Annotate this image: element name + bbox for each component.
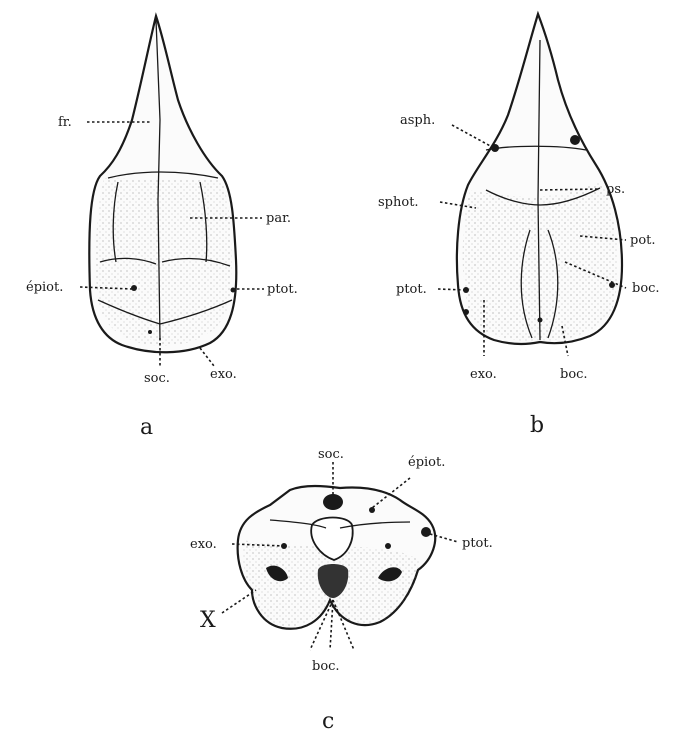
label-fr: fr. [58,115,72,130]
skull-dorsal-view [89,16,236,352]
panel-letter-a: a [140,415,153,440]
label-soc-c: soc. [318,447,344,462]
label-par: par. [266,211,291,226]
label-ptot-b: ptot. [396,282,427,297]
label-asph: asph. [400,113,435,128]
skull-ventral-view [457,14,622,344]
label-ps: ps. [606,182,625,197]
panel-letter-b: b [530,413,544,438]
label-boc-b-bottom: boc. [560,367,588,382]
label-exo-b: exo. [470,367,497,382]
label-sphot: sphot. [378,195,419,210]
panel-letter-c: c [322,709,334,732]
label-exo-a: exo. [210,367,237,382]
label-pot: pot. [630,233,656,248]
label-boc-b-right: boc. [632,281,660,296]
label-x: X [200,608,216,633]
label-epiot-c: épiot. [408,455,445,470]
label-boc-c: boc. [312,659,340,674]
label-soc-a: soc. [144,371,170,386]
label-epiot-a: épiot. [26,280,63,295]
skull-posterior-view [238,486,436,629]
label-ptot-c: ptot. [462,536,493,551]
label-exo-c: exo. [190,537,217,552]
label-ptot-a: ptot. [267,282,298,297]
